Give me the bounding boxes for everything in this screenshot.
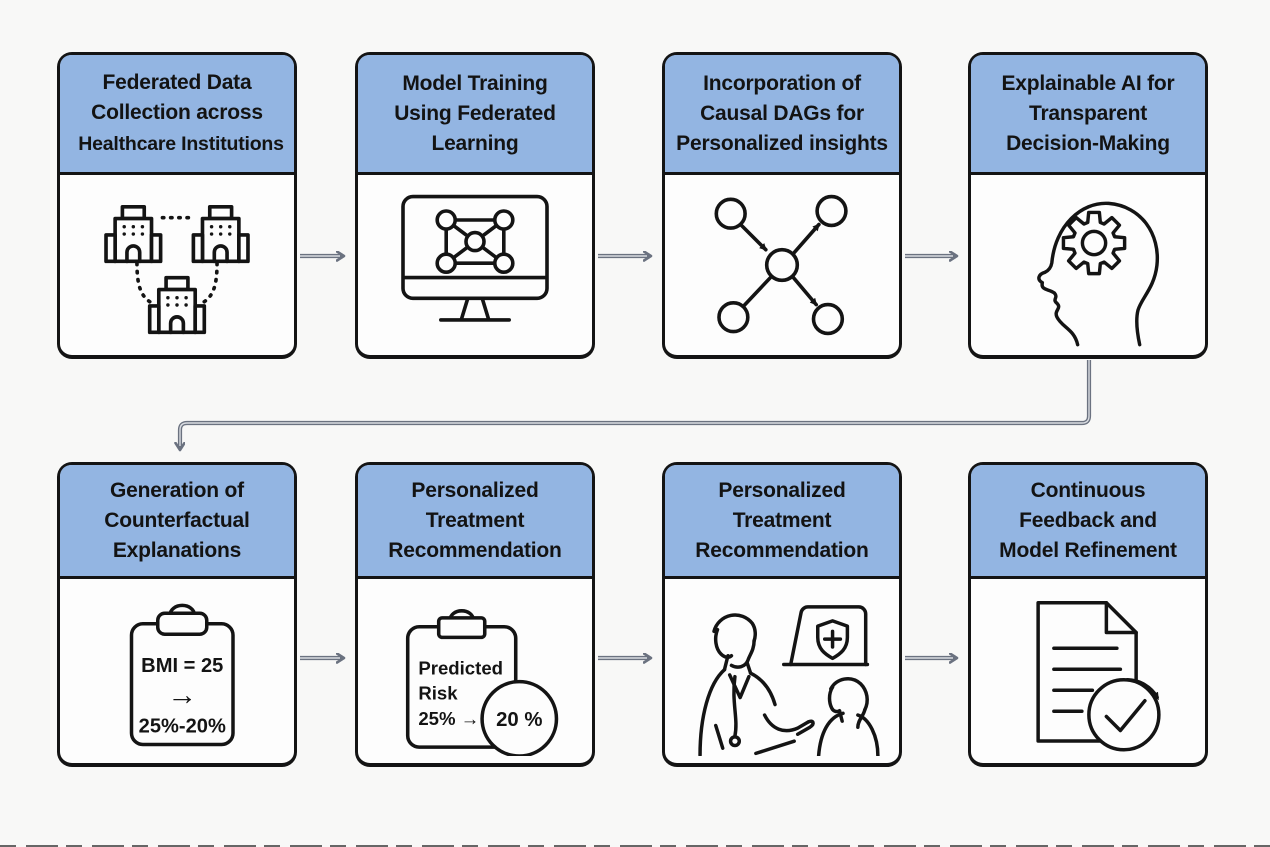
predicted-risk-clipboard-icon: Predicted Risk 25% → 20 % (405, 609, 559, 756)
clipboard-predicted-text: Predicted (418, 658, 503, 679)
step-title-line: Counterfactual (104, 508, 250, 532)
step-title: Continuous Feedback and Model Refinement (971, 465, 1205, 579)
step-title-line: Feedback and (1019, 508, 1157, 532)
step-title-line: Explanations (112, 538, 242, 562)
clipboard-risk-text: Risk (418, 682, 458, 703)
clipboard-bmi-text: BMI = 25 (141, 655, 223, 677)
step-title-line: Recommendation (695, 538, 869, 562)
step-title-line: Using Federated (394, 101, 556, 125)
step-icon-area (971, 175, 1205, 355)
step-title: Federated Data Collection across Healthc… (60, 55, 294, 175)
step-title: Generation of Counterfactual Explanation… (60, 465, 294, 579)
doctor-patient-icon (698, 605, 880, 756)
step-card-personalized-treatment-2: Personalized Treatment Recommendation (662, 462, 902, 767)
step-title-line: Healthcare Institutions (73, 127, 289, 160)
step-icon-area (971, 579, 1205, 763)
head-gear-icon (1037, 201, 1160, 347)
step-card-personalized-treatment-1: Personalized Treatment Recommendation Pr… (355, 462, 595, 767)
step-title-line: Continuous (1030, 478, 1146, 502)
step-card-causal-dags: Incorporation of Causal DAGs for Persona… (662, 52, 902, 359)
step-title-line: Personalized insights (676, 131, 888, 155)
step-title: Explainable AI for Transparent Decision-… (971, 55, 1205, 175)
arrow-step4-step5-wrap (180, 360, 1092, 449)
step-title-line: Model Refinement (999, 538, 1177, 562)
step-title: Incorporation of Causal DAGs for Persona… (665, 55, 899, 175)
step-card-counterfactual-explanations: Generation of Counterfactual Explanation… (57, 462, 297, 767)
step-icon-area (665, 579, 899, 763)
step-icon-area (665, 175, 899, 355)
step-title-line: Decision-Making (1006, 131, 1170, 155)
clipboard-risk-change-text: 25%-20% (139, 715, 226, 737)
step-title-line: Federated Data (102, 70, 252, 94)
step-title-line: Treatment (732, 508, 832, 532)
step-icon-area: Predicted Risk 25% → 20 % (358, 579, 592, 763)
clipboard-arrow-glyph: → (167, 678, 197, 711)
step-card-federated-data-collection: Federated Data Collection across Healthc… (57, 52, 297, 359)
federated-learning-monitor-icon (401, 194, 549, 322)
step-card-explainable-ai: Explainable AI for Transparent Decision-… (968, 52, 1208, 359)
step-title: Personalized Treatment Recommendation (358, 465, 592, 579)
step-icon-area (60, 175, 294, 355)
step-title-line: Model Training (402, 71, 548, 95)
step-title-line: Collection across (91, 100, 263, 124)
new-risk-circle-value: 20 % (496, 709, 542, 731)
step-card-model-training: Model Training Using Federated Learning (355, 52, 595, 359)
step-title-line: Causal DAGs for (700, 101, 864, 125)
step-title-line: Learning (431, 131, 519, 155)
step-title-line: Treatment (425, 508, 525, 532)
step-title-line: Explainable AI for (1001, 71, 1175, 95)
step-title-line: Incorporation of (703, 71, 861, 95)
step-title-line: Recommendation (388, 538, 562, 562)
causal-dag-icon (714, 194, 848, 336)
step-title-line: Personalized (411, 478, 539, 502)
step-title-line: Personalized (718, 478, 846, 502)
step-title-line: Generation of (110, 478, 244, 502)
federated-hospitals-icon (104, 204, 250, 335)
cropped-bottom-edge (0, 845, 1270, 847)
step-title: Personalized Treatment Recommendation (665, 465, 899, 579)
step-icon-area: BMI = 25 → 25%-20% (60, 579, 294, 763)
step-card-continuous-feedback: Continuous Feedback and Model Refinement (968, 462, 1208, 767)
step-icon-area (358, 175, 592, 355)
step-title: Model Training Using Federated Learning (358, 55, 592, 175)
clipboard-current-risk-text: 25% → (418, 708, 479, 729)
document-check-icon (1036, 601, 1161, 752)
step-title-line: Transparent (1028, 101, 1147, 125)
counterfactual-clipboard-icon: BMI = 25 → 25%-20% (129, 603, 235, 747)
